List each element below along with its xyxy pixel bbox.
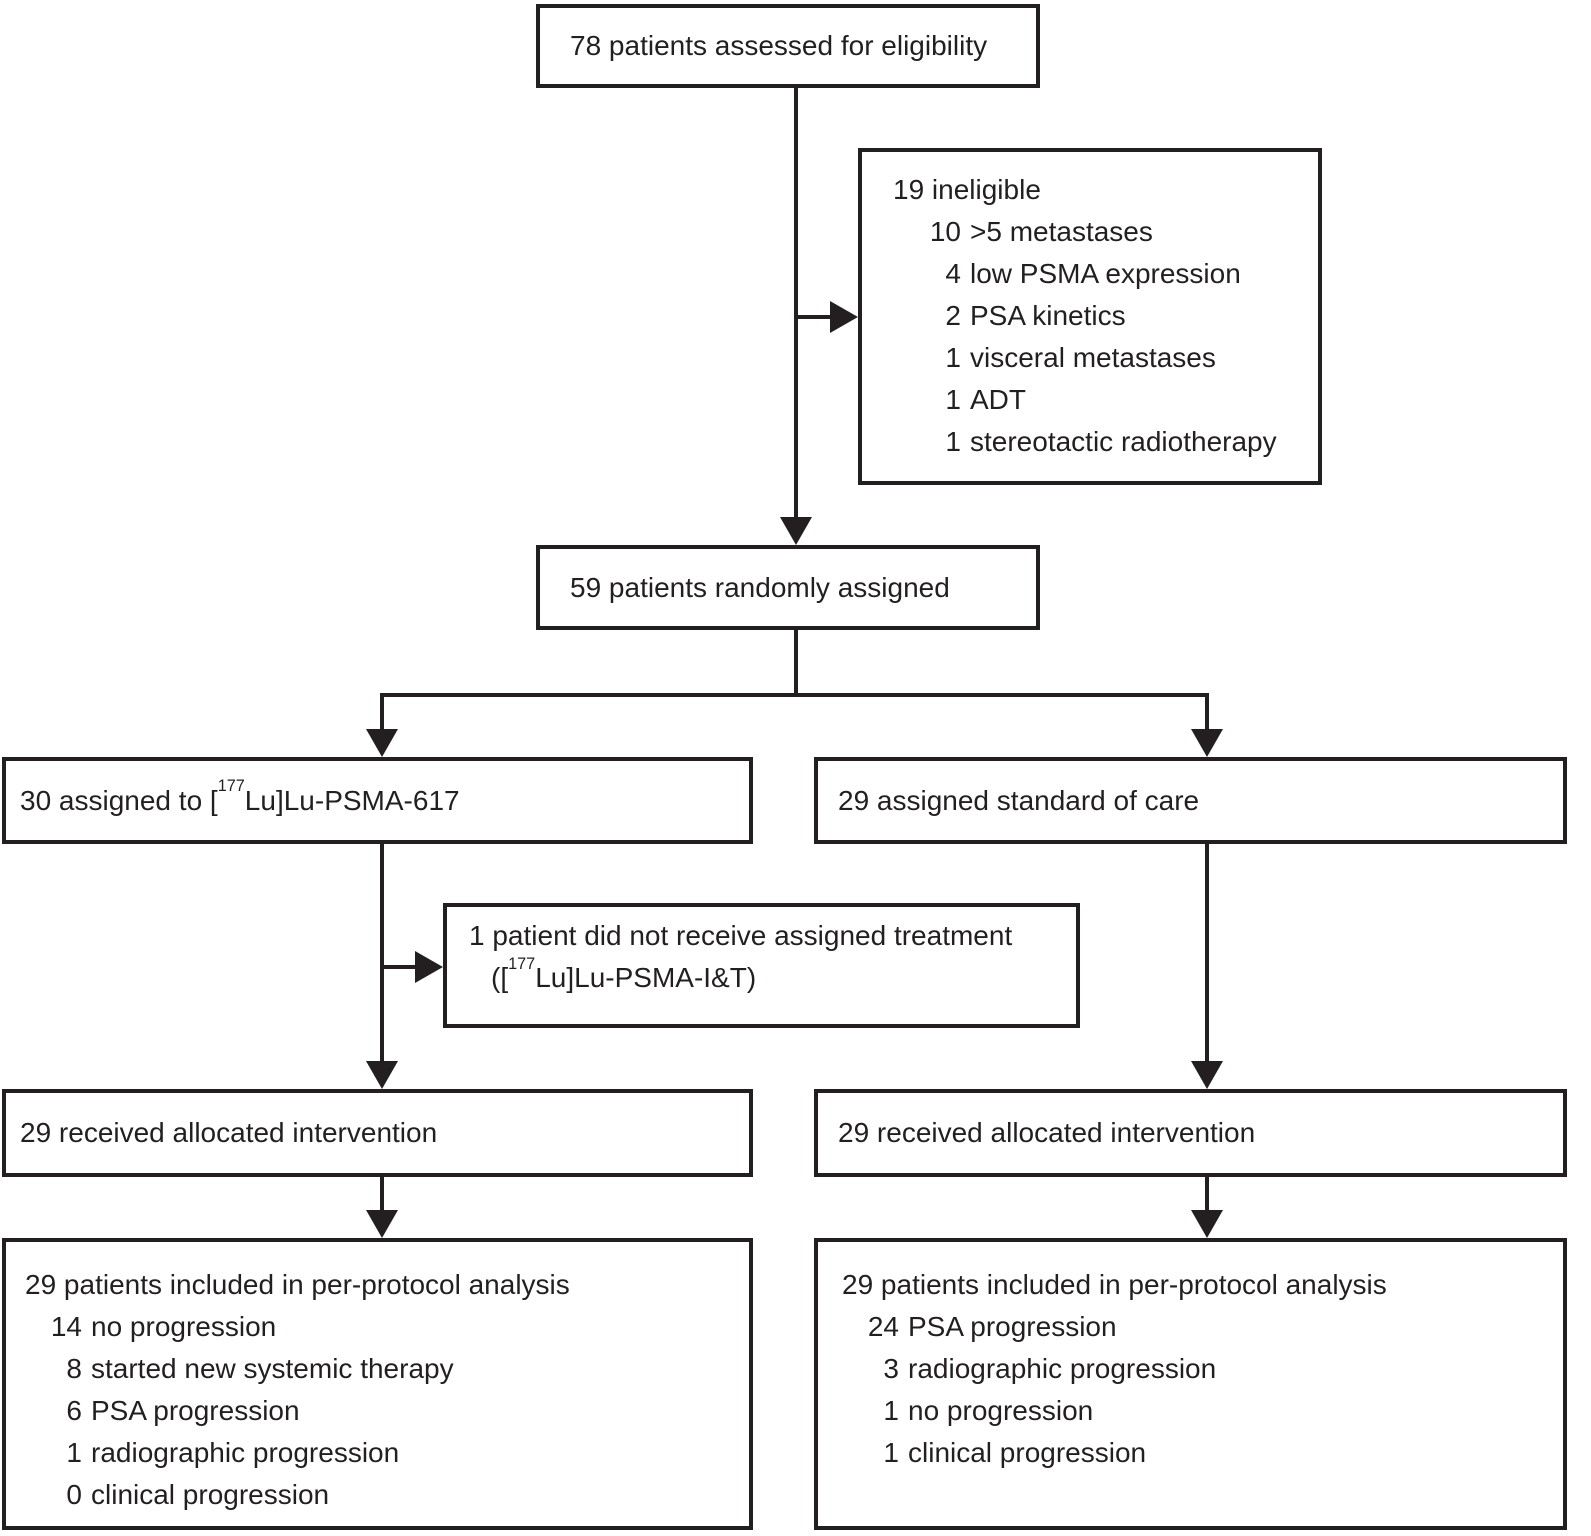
arrowhead-to-received-right bbox=[1191, 1061, 1223, 1089]
received-left-text: 29 received allocated intervention bbox=[20, 1117, 438, 1148]
box-randomly-assigned: 59 patients randomly assigned bbox=[536, 545, 1040, 630]
pp-right-row: 3 radiographic progression bbox=[842, 1348, 1553, 1390]
box-assigned-standard-of-care: 29 assigned standard of care bbox=[814, 757, 1567, 844]
arrowhead-to-pp-left bbox=[366, 1210, 398, 1238]
reason-label: stereotactic radiotherapy bbox=[970, 426, 1277, 457]
assigned-right-text: 29 assigned standard of care bbox=[838, 784, 1200, 816]
reason-count: 1 bbox=[945, 384, 961, 415]
outcome-count: 0 bbox=[66, 1479, 82, 1510]
box-per-protocol-left: 29 patients included in per-protocol ana… bbox=[2, 1238, 753, 1530]
randomized-text: 59 patients randomly assigned bbox=[570, 571, 950, 603]
not-received-line2-prefix: ([ bbox=[491, 962, 509, 993]
outcome-label: PSA progression bbox=[91, 1395, 300, 1426]
outcome-count: 3 bbox=[883, 1353, 899, 1384]
outcome-label: clinical progression bbox=[908, 1437, 1147, 1468]
box-received-intervention-left: 29 received allocated intervention bbox=[2, 1089, 753, 1177]
ineligible-reason-row: 10 >5 metastases bbox=[893, 211, 1308, 253]
outcome-count: 1 bbox=[883, 1437, 899, 1468]
box-ineligible: 19 ineligible 10 >5 metastases 4 low PSM… bbox=[858, 148, 1322, 485]
pp-left-header: 29 patients included in per-protocol ana… bbox=[25, 1269, 570, 1300]
outcome-count: 14 bbox=[50, 1311, 82, 1342]
ineligible-reason-row: 1 visceral metastases bbox=[893, 337, 1308, 379]
not-received-line2-suffix: Lu]Lu-PSMA-I&T) bbox=[535, 962, 757, 993]
arrowhead-to-randomized bbox=[780, 517, 812, 545]
outcome-label: radiographic progression bbox=[91, 1437, 400, 1468]
pp-left-row: 0 clinical progression bbox=[25, 1474, 739, 1516]
ineligible-reason-row: 1 stereotactic radiotherapy bbox=[893, 421, 1308, 463]
not-received-line2: ([177Lu]Lu-PSMA-I&T) bbox=[491, 954, 1066, 999]
outcome-count: 1 bbox=[66, 1437, 82, 1468]
arrowhead-to-received-left bbox=[366, 1061, 398, 1089]
assigned-left-prefix: 30 assigned to [ bbox=[20, 784, 218, 816]
assigned-left-text: 30 assigned to [177Lu]Lu-PSMA-617 bbox=[20, 777, 460, 822]
pp-right-header: 29 patients included in per-protocol ana… bbox=[842, 1269, 1387, 1300]
outcome-label: clinical progression bbox=[91, 1479, 330, 1510]
outcome-label: PSA progression bbox=[908, 1311, 1117, 1342]
pp-left-row: 6 PSA progression bbox=[25, 1390, 739, 1432]
box-assessed-for-eligibility: 78 patients assessed for eligibility bbox=[536, 4, 1040, 88]
arrowhead-to-not-received bbox=[415, 951, 443, 983]
ineligible-reason-row: 1 ADT bbox=[893, 379, 1308, 421]
reason-count: 1 bbox=[945, 426, 961, 457]
reason-label: >5 metastases bbox=[970, 216, 1153, 247]
not-received-line1: 1 patient did not receive assigned treat… bbox=[469, 920, 1013, 951]
outcome-count: 6 bbox=[66, 1395, 82, 1426]
reason-count: 10 bbox=[929, 216, 961, 247]
reason-count: 4 bbox=[945, 258, 961, 289]
pp-right-row: 1 no progression bbox=[842, 1390, 1553, 1432]
pp-left-row: 8 started new systemic therapy bbox=[25, 1348, 739, 1390]
received-right-text: 29 received allocated intervention bbox=[838, 1117, 1256, 1148]
outcome-label: radiographic progression bbox=[908, 1353, 1217, 1384]
outcome-label: no progression bbox=[91, 1311, 277, 1342]
box-not-received-treatment: 1 patient did not receive assigned treat… bbox=[443, 903, 1080, 1028]
reason-label: low PSMA expression bbox=[970, 258, 1241, 289]
pp-right-row: 24 PSA progression bbox=[842, 1306, 1553, 1348]
ineligible-reason-row: 2 PSA kinetics bbox=[893, 295, 1308, 337]
pp-left-row: 14 no progression bbox=[25, 1306, 739, 1348]
ineligible-reason-row: 4 low PSMA expression bbox=[893, 253, 1308, 295]
arrowhead-to-assign-left bbox=[366, 729, 398, 757]
ineligible-header: 19 ineligible bbox=[893, 174, 1041, 205]
box-per-protocol-right: 29 patients included in per-protocol ana… bbox=[814, 1238, 1567, 1530]
isotope-superscript: 177 bbox=[508, 954, 536, 973]
box-received-intervention-right: 29 received allocated intervention bbox=[814, 1089, 1567, 1177]
reason-label: PSA kinetics bbox=[970, 300, 1126, 331]
arrowhead-to-ineligible bbox=[830, 301, 858, 333]
pp-right-row: 1 clinical progression bbox=[842, 1432, 1553, 1474]
box-assigned-lu-psma-617: 30 assigned to [177Lu]Lu-PSMA-617 bbox=[2, 757, 753, 844]
assessed-text: 78 patients assessed for eligibility bbox=[570, 30, 988, 61]
isotope-superscript: 177 bbox=[217, 777, 245, 796]
outcome-count: 8 bbox=[66, 1353, 82, 1384]
pp-left-row: 1 radiographic progression bbox=[25, 1432, 739, 1474]
outcome-label: started new systemic therapy bbox=[91, 1353, 454, 1384]
reason-count: 2 bbox=[945, 300, 961, 331]
outcome-label: no progression bbox=[908, 1395, 1094, 1426]
assigned-left-suffix: Lu]Lu-PSMA-617 bbox=[244, 784, 460, 816]
reason-label: ADT bbox=[970, 384, 1026, 415]
reason-count: 1 bbox=[945, 342, 961, 373]
arrowhead-to-assign-right bbox=[1191, 729, 1223, 757]
reason-label: visceral metastases bbox=[970, 342, 1216, 373]
arrowhead-to-pp-right bbox=[1191, 1210, 1223, 1238]
outcome-count: 24 bbox=[867, 1311, 899, 1342]
outcome-count: 1 bbox=[883, 1395, 899, 1426]
